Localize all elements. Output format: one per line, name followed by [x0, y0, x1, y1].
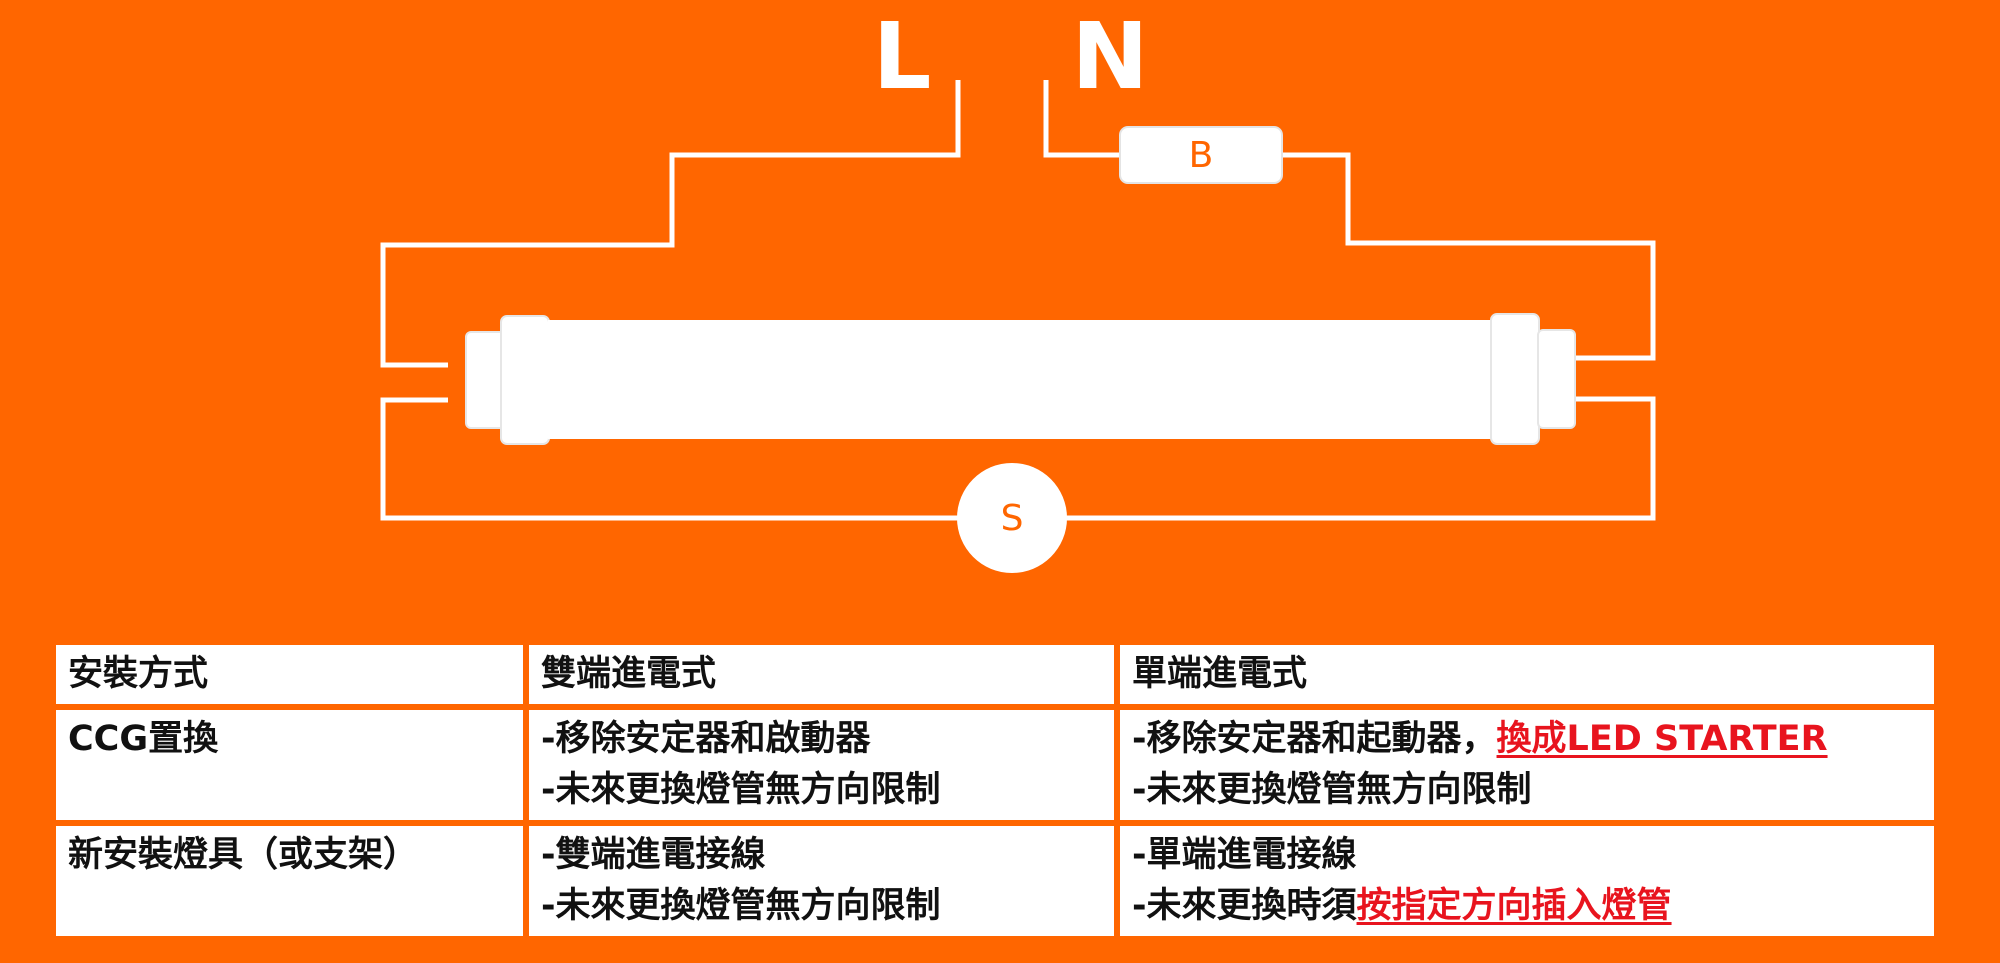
table-row: CCG置換 -移除安定器和啟動器 -未來更換燈管無方向限制 -移除安定器和起動器… — [56, 710, 1934, 820]
header-single-end: 單端進電式 — [1120, 645, 1934, 704]
single-end-cell: -單端進電接線 -未來更換時須按指定方向插入燈管 — [1120, 826, 1934, 936]
method-cell: 新安裝燈具（或支架） — [56, 826, 523, 936]
highlight-text: 換成LED STARTER — [1496, 719, 1828, 759]
double-end-cell: -移除安定器和啟動器 -未來更換燈管無方向限制 — [529, 710, 1114, 820]
starter-label: S — [1001, 498, 1024, 539]
installation-comparison-table: 安裝方式 雙端進電式 單端進電式 CCG置換 -移除安定器和啟動器 -未來更換燈… — [50, 639, 1940, 942]
method-cell: CCG置換 — [56, 710, 523, 820]
line-terminal-label: L — [873, 3, 932, 110]
starter — [957, 463, 1067, 573]
header-double-end: 雙端進電式 — [529, 645, 1114, 704]
double-end-cell: -雙端進電接線 -未來更換燈管無方向限制 — [529, 826, 1114, 936]
highlight-text: 按指定方向插入燈管 — [1356, 886, 1672, 926]
wire-neutral-to-ballast — [1043, 80, 1122, 158]
wire-starter-loop — [380, 396, 1656, 521]
ballast-label: B — [1189, 135, 1214, 176]
ballast — [1119, 126, 1283, 184]
table-row: 新安裝燈具（或支架） -雙端進電接線 -未來更換燈管無方向限制 -單端進電接線 … — [56, 826, 1934, 936]
neutral-terminal-label: N — [1072, 3, 1149, 110]
wire-line-to-left-pin — [380, 80, 961, 368]
table-header-row: 安裝方式 雙端進電式 單端進電式 — [56, 645, 1934, 704]
comparison-table-container: 安裝方式 雙端進電式 單端進電式 CCG置換 -移除安定器和啟動器 -未來更換燈… — [56, 645, 1946, 936]
wiring-diagram: L N B S — [380, 3, 1656, 573]
wire-ballast-to-right-pin — [1281, 152, 1656, 361]
header-installation-method: 安裝方式 — [56, 645, 523, 704]
single-end-cell: -移除安定器和起動器，換成LED STARTER -未來更換燈管無方向限制 — [1120, 710, 1934, 820]
fluorescent-tube — [465, 313, 1576, 445]
